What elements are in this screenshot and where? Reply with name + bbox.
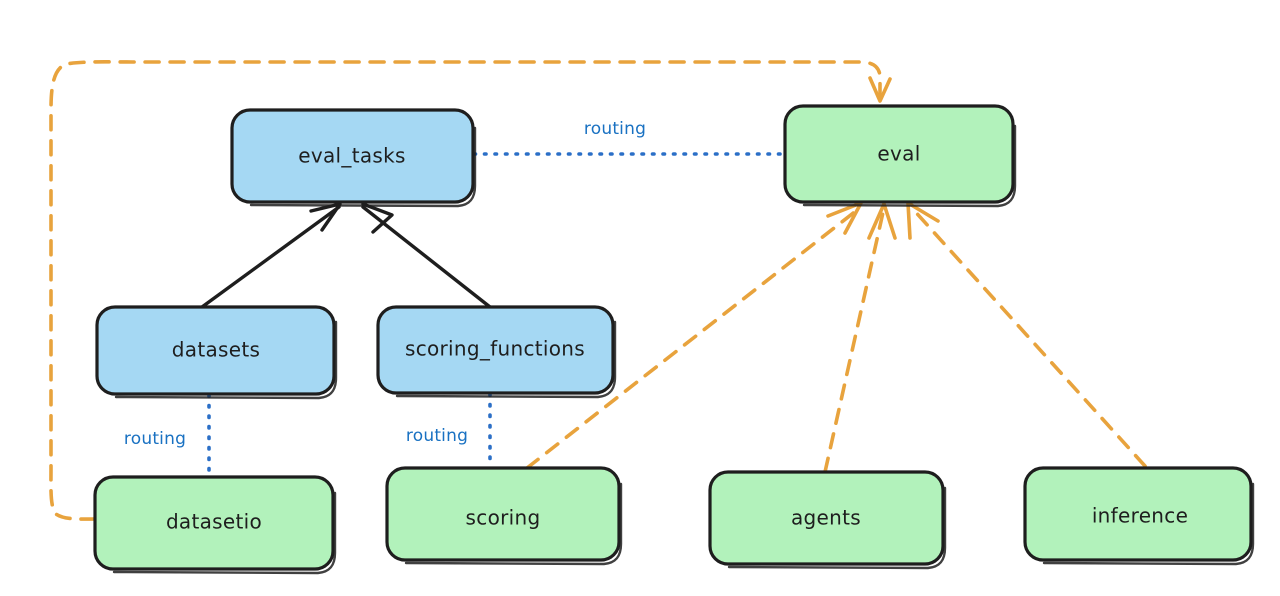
edge-datasets-eval-tasks-arrowhead [309, 202, 342, 232]
edge-agents-eval-path [823, 206, 886, 474]
node-scoring-functions-box [376, 305, 615, 395]
node-eval-label: eval [877, 142, 920, 166]
node-eval-box [783, 104, 1015, 204]
node-scoring-box [385, 466, 621, 562]
edge-datasetio-eval-path [49, 60, 882, 521]
edge-datasets-datasetio: routing [124, 393, 211, 478]
node-datasets-box [95, 305, 336, 396]
node-datasetio-box [93, 475, 335, 571]
node-layer: eval_tasks eval datasets scoring_functio… [93, 104, 1255, 575]
node-eval-tasks-box [230, 108, 475, 204]
node-scoring-functions[interactable]: scoring_functions [376, 305, 617, 399]
edge-datasets-eval-tasks [200, 202, 342, 309]
node-scoring-label: scoring [466, 506, 541, 530]
edge-label-routing-scoring-functions: routing [406, 426, 468, 446]
node-eval-tasks[interactable]: eval_tasks [230, 108, 477, 208]
edge-scoring-functions-scoring: routing [406, 392, 492, 469]
node-agents-label: agents [791, 506, 861, 530]
node-datasetio-label: datasetio [166, 510, 262, 534]
node-scoring-functions-sketch [395, 320, 617, 399]
node-datasets-label: datasets [172, 338, 260, 362]
node-datasetio[interactable]: datasetio [93, 475, 337, 575]
node-inference[interactable]: inference [1023, 466, 1255, 566]
node-eval-tasks-sketch [249, 126, 477, 208]
edge-scoring-functions-eval-tasks-arrowhead [361, 202, 394, 234]
edge-label-routing-datasets: routing [124, 429, 186, 449]
edge-scoring-eval-path [525, 205, 863, 470]
node-datasets[interactable]: datasets [95, 305, 338, 400]
node-eval-tasks-label: eval_tasks [298, 144, 405, 168]
node-eval[interactable]: eval [783, 104, 1017, 208]
edge-layer: routing routing routing [49, 60, 1147, 521]
edge-eval-tasks-eval: routing [472, 119, 786, 156]
edge-agents-eval [823, 202, 897, 474]
node-eval-sketch [802, 124, 1017, 208]
edge-label-routing-eval-tasks: routing [584, 119, 646, 139]
edge-datasetio-eval [49, 60, 892, 521]
node-agents-sketch [727, 486, 947, 570]
edge-datasetio-eval-arrowhead [868, 76, 892, 103]
edge-inference-eval [906, 201, 1147, 468]
node-agents-box [708, 470, 945, 566]
node-inference-label: inference [1092, 504, 1188, 528]
node-datasetio-sketch [112, 491, 337, 575]
node-inference-sketch [1042, 482, 1255, 566]
edge-datasets-eval-tasks-path [200, 205, 341, 309]
node-agents[interactable]: agents [708, 470, 947, 570]
node-scoring[interactable]: scoring [385, 466, 623, 566]
edge-agents-eval-arrowhead [867, 202, 897, 240]
node-scoring-sketch [404, 482, 623, 566]
node-scoring-functions-label: scoring_functions [405, 337, 585, 361]
node-datasets-sketch [114, 320, 338, 400]
node-inference-box [1023, 466, 1253, 562]
edge-scoring-functions-eval-tasks [361, 202, 492, 309]
edge-inference-eval-path [909, 205, 1147, 468]
